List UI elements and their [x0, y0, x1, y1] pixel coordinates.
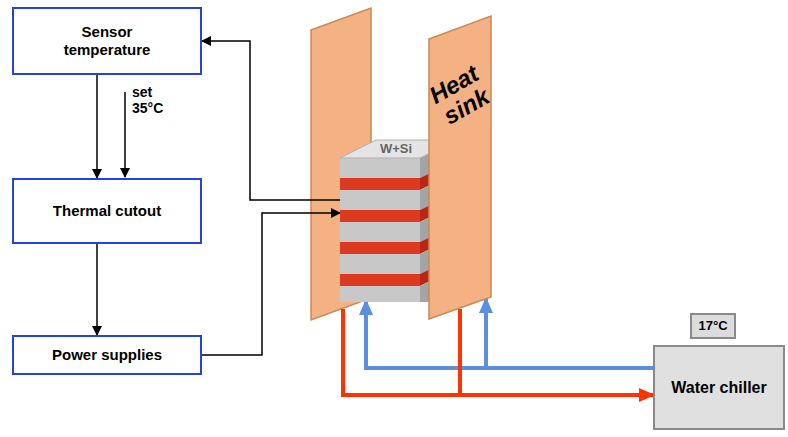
tungsten-layer [340, 254, 420, 274]
node-label: Sensor temperature [47, 23, 167, 59]
connector [460, 309, 653, 395]
cold-water-pipe [366, 301, 486, 368]
node-label: Water chiller [671, 378, 766, 397]
silicon-layer [340, 178, 420, 190]
connector [202, 41, 340, 200]
setpoint-arrow [124, 92, 126, 177]
connector [96, 244, 98, 335]
silicon-layer [340, 274, 420, 286]
power-supply-box: Power supplies [12, 335, 202, 375]
node-label: W+Si [380, 141, 420, 157]
sensor-box: Sensor temperature [12, 7, 202, 75]
silicon-layer [340, 210, 420, 222]
cutout-box: Thermal cutout [12, 178, 202, 244]
hot-water-pipe [343, 309, 460, 395]
tungsten-layer [340, 222, 420, 242]
tungsten-layer [340, 158, 420, 178]
silicon-layer [340, 242, 420, 254]
plate-outline [428, 12, 492, 320]
node-label: Thermal cutout [53, 202, 161, 220]
heat-sink-plate: Heat sink [428, 12, 492, 320]
node-label: Power supplies [52, 346, 162, 364]
setpoint-label: set 35°C [132, 84, 180, 116]
node-label: 17°C [698, 318, 727, 334]
connector [202, 213, 340, 355]
tungsten-layer [340, 286, 420, 302]
connector [96, 75, 98, 178]
setpoint-display: 17°C [690, 313, 736, 339]
tungsten-layer [340, 190, 420, 210]
chiller-box: Water chiller [653, 345, 785, 430]
connector [486, 299, 653, 368]
